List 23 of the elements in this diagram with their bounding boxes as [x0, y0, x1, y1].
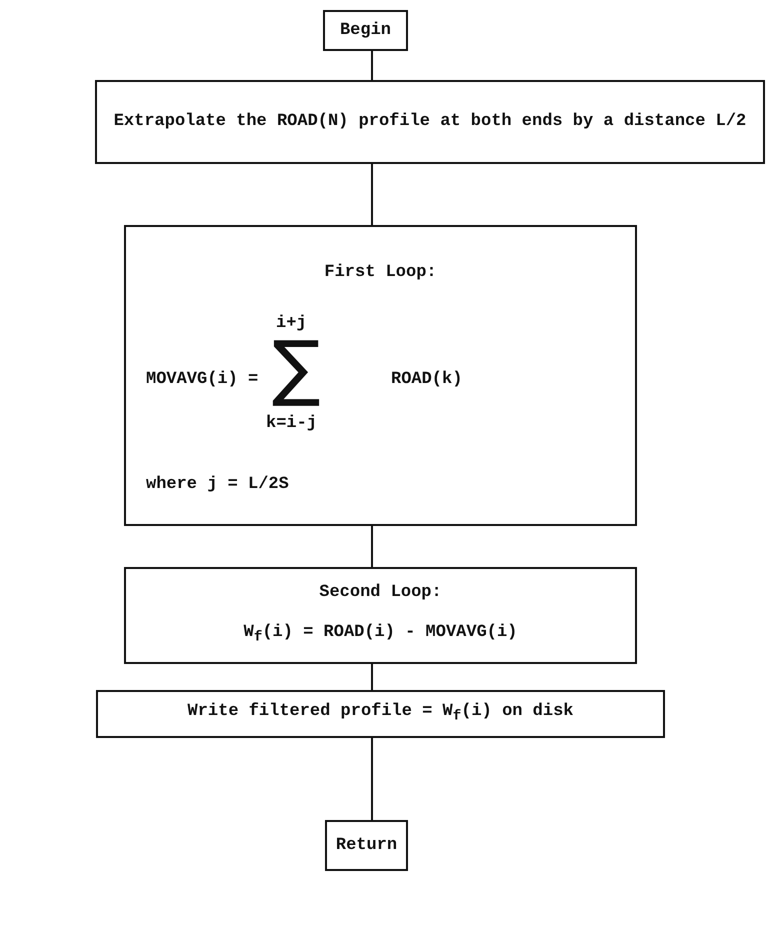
box-text: Write filtered profile = W$_{f}$(i) on disk	[188, 700, 574, 726]
process-box	[323, 10, 408, 51]
sum-lower-limit: k=i-j	[266, 413, 318, 435]
connector-line	[371, 664, 373, 690]
process-box	[325, 820, 408, 871]
loop-heading: Second Loop:	[318, 582, 443, 604]
box-text: Begin	[340, 20, 391, 42]
formula-note: where j = L/2S	[146, 474, 289, 496]
box-text: Return	[336, 834, 398, 856]
process-box	[96, 690, 665, 738]
process-box	[95, 80, 765, 164]
connector-line	[371, 164, 373, 225]
connector-line	[371, 738, 373, 820]
formula-text: MOVAVG(i) =	[146, 369, 258, 391]
formula-text: W$_{f}$(i) = ROAD(i) - MOVAVG(i)	[242, 622, 518, 648]
connector-line	[371, 51, 373, 80]
process-box	[124, 225, 637, 526]
formula-text: ROAD(k)	[391, 369, 462, 391]
box-text: Extrapolate the ROAD(N) profile at both ends by a distance L/2	[114, 111, 746, 133]
sum-upper-limit: i+j	[276, 313, 307, 335]
process-box	[124, 567, 637, 664]
connector-line	[371, 526, 373, 567]
loop-heading: First Loop:	[323, 262, 438, 284]
